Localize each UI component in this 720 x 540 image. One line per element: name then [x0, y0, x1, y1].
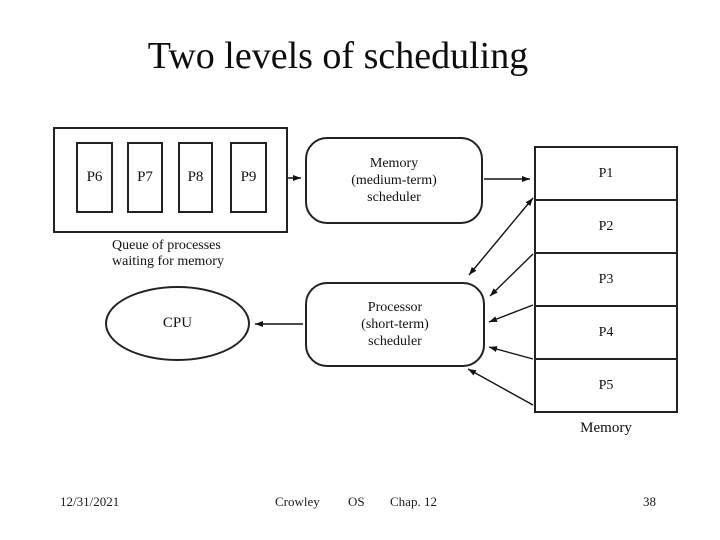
process-label: P8: [187, 169, 204, 185]
memory-caption: Memory: [580, 420, 632, 436]
memory-slot-p5: P5: [536, 360, 676, 411]
memory-scheduler-box: Memory (medium-term) scheduler: [305, 137, 483, 224]
cpu-ellipse: CPU: [105, 286, 250, 361]
footer-author: Crowley: [275, 494, 320, 509]
arrow-memory-to-processor-2: [488, 304, 534, 323]
arrow-memory-to-processor-1: [489, 253, 534, 297]
memory-slot-p3: P3: [536, 254, 676, 307]
memory-slot-label: P3: [598, 271, 614, 287]
processor-scheduler-box: Processor (short-term) scheduler: [305, 282, 485, 367]
arrow-memory-to-processor-4: [467, 368, 534, 406]
process-box-p9: P9: [230, 142, 267, 213]
process-label: P7: [137, 169, 153, 185]
process-box-p8: P8: [178, 142, 213, 213]
processor-scheduler-line3: scheduler: [368, 334, 422, 349]
processor-scheduler-line1: Processor: [367, 300, 423, 315]
memory-slot-p2: P2: [536, 201, 676, 254]
memory-slot-label: P1: [598, 165, 614, 181]
memory-slot-p4: P4: [536, 307, 676, 360]
footer-page-number: 38: [643, 494, 656, 509]
process-box-p7: P7: [127, 142, 163, 213]
cpu-label: CPU: [162, 315, 193, 331]
memory-slot-label: P4: [598, 324, 614, 340]
footer-chapter: Chap. 12: [390, 494, 437, 509]
arrow-memory-to-processor-3: [488, 346, 534, 360]
queue-caption: Queue of processes waiting for memory: [112, 238, 224, 270]
memory-slot-label: P5: [598, 377, 614, 393]
queue-caption-line2: waiting for memory: [112, 254, 224, 269]
processor-scheduler-line2: (short-term): [361, 317, 429, 332]
footer-date: 12/31/2021: [60, 494, 120, 509]
slide-title: Two levels of scheduling: [147, 35, 529, 77]
memory-slot-label: P2: [598, 218, 614, 234]
memory-box: P1 P2 P3 P4 P5: [534, 146, 678, 413]
footer-course: OS: [348, 494, 365, 509]
process-label: P6: [86, 169, 103, 185]
memory-scheduler-line2: (medium-term): [351, 173, 437, 188]
memory-scheduler-line3: scheduler: [367, 190, 421, 205]
process-box-p6: P6: [76, 142, 113, 213]
memory-slot-p1: P1: [536, 148, 676, 201]
memory-scheduler-line1: Memory: [369, 156, 419, 171]
queue-caption-line1: Queue of processes: [112, 238, 221, 253]
process-label: P9: [240, 169, 257, 185]
